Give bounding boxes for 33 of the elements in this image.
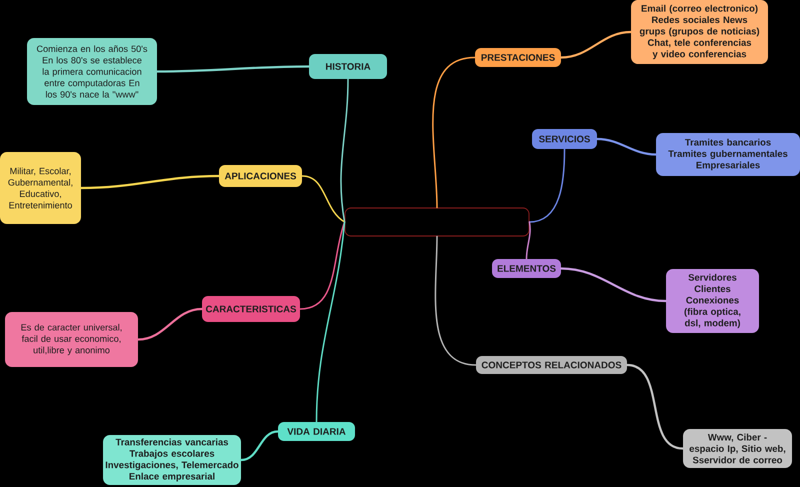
detail-box: Comienza en los años 50's En los 80's se establece la primera comunicacion entre computadoras En los 90's nace la "www" (27, 38, 157, 105)
topic-box: HISTORIA (309, 54, 387, 79)
topic-box: PRESTACIONES (475, 48, 561, 67)
connector-line (626, 364, 684, 450)
connector-line (432, 56, 476, 208)
topic-box: APLICACIONES (219, 165, 302, 187)
detail-box: Email (correo electronico) Redes sociales News grups (grupos de noticias) Chat, tele conferencias y video conferencias (631, 0, 768, 64)
topic-box: CONCEPTOS RELACIONADOS (476, 356, 627, 374)
connector-line (240, 430, 279, 462)
connector-line (560, 267, 667, 302)
topic-box: CARACTERISTICAS (202, 296, 300, 322)
connector-line (596, 138, 657, 156)
detail-box: Www, Ciber - espacio Ip, Sitio web, Sservidor de correo (683, 429, 792, 468)
topic-box: VIDA DIARIA (278, 422, 355, 441)
connector-line (156, 65, 310, 73)
topic-box: SERVICIOS (532, 129, 597, 149)
connector-line (528, 148, 566, 223)
detail-box: Tramites bancarios Tramites gubernamentales Empresariales (656, 133, 800, 176)
detail-box: Es de caracter universal, facil de usar economico, util,libre y anonimo (5, 312, 138, 367)
detail-box: Militar, Escolar, Gubernamental, Educativo, Entretenimiento (0, 152, 81, 224)
detail-box: Servidores Clientes Conexiones (fibra optica, dsl, modem) (666, 269, 759, 333)
connector-line (137, 308, 203, 341)
topic-box: ELEMENTOS (492, 259, 561, 278)
connector-line (434, 236, 477, 366)
connector-line (526, 221, 531, 260)
detail-box: Transferencias vancarias Trabajos escolares Investigaciones, Telemercado Enlace empresarial (103, 435, 241, 485)
connector-line (316, 221, 346, 423)
connector-line (560, 30, 632, 59)
connector-line (340, 78, 349, 223)
central-box (344, 208, 530, 236)
connector-line (80, 174, 220, 190)
connector-line (301, 175, 346, 223)
connector-line (299, 221, 346, 310)
